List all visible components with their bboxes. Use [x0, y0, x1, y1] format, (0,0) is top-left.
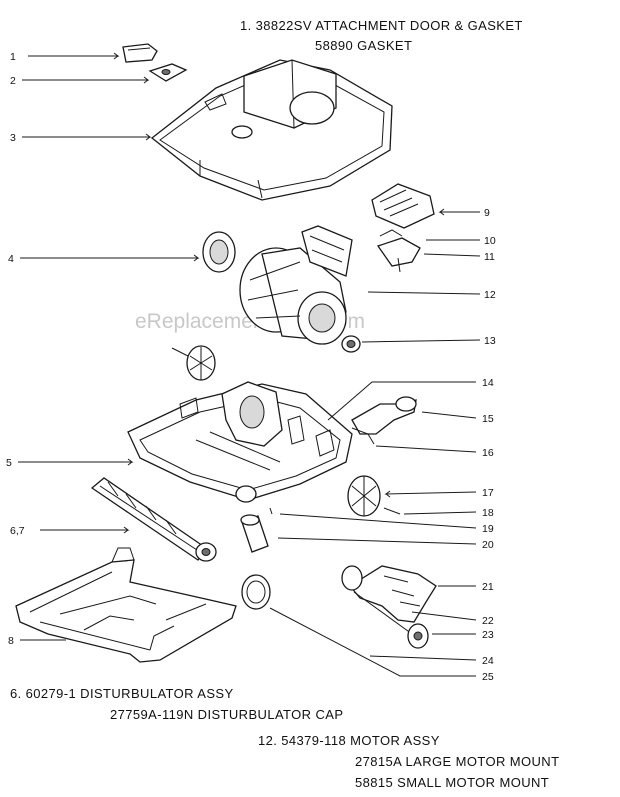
part-17-wheel [347, 475, 381, 517]
note-small-motor-mount: 58815 SMALL MOTOR MOUNT [355, 775, 550, 790]
callout-6-7: 6,7 [10, 525, 25, 537]
callout-12: 12 [484, 289, 496, 301]
part-20-cup [240, 514, 269, 553]
callout-18: 18 [482, 507, 494, 519]
part-3-hood [150, 59, 393, 201]
callout-10: 10 [484, 235, 496, 247]
part-15-pedal [351, 396, 417, 435]
callout-21: 21 [482, 581, 494, 593]
part-12-motor [239, 225, 353, 345]
callout-19: 19 [482, 523, 494, 535]
part-1-attachment-door [122, 43, 158, 63]
callout-2: 2 [10, 75, 16, 87]
callout-15: 15 [482, 413, 494, 425]
part-16-lever [351, 427, 375, 445]
note-motor-assy: 12. 54379-118 MOTOR ASSY [258, 733, 440, 748]
part-21-rear-axle-assembly [341, 565, 437, 623]
part-11-switch-bracket [376, 237, 421, 273]
callout-25: 25 [482, 671, 494, 683]
callout-22: 22 [482, 615, 494, 627]
part-2-gasket [148, 63, 188, 82]
part-9-switch-housing [371, 183, 435, 229]
callout-14: 14 [482, 377, 494, 389]
callout-24: 24 [482, 655, 494, 667]
part-18-axle [383, 507, 401, 515]
callout-11: 11 [484, 251, 495, 263]
part-10-switch-clip [379, 229, 403, 237]
note-attachment-door: 1. 38822SV ATTACHMENT DOOR & GASKET [240, 18, 523, 33]
part-8-bottom-plate [15, 547, 237, 663]
part-23-rear-wheel [407, 623, 429, 649]
leader-lines [18, 52, 481, 677]
note-disturbulator-assy: 6. 60279-1 DISTURBULATOR ASSY [10, 686, 234, 701]
part-25-belt [241, 574, 271, 610]
callout-13: 13 [484, 335, 496, 347]
part-4-ring [202, 231, 236, 273]
note-disturbulator-cap: 27759A-119N DISTURBULATOR CAP [110, 707, 344, 722]
part-13-small-mount [341, 335, 361, 353]
callout-20: 20 [482, 539, 494, 551]
note-large-motor-mount: 27815A LARGE MOTOR MOUNT [355, 754, 560, 769]
callout-17: 17 [482, 487, 494, 499]
part-6-7-brushroll [90, 477, 217, 562]
part-19-pin [269, 507, 273, 515]
callout-1: 1 [10, 51, 16, 63]
callout-5: 5 [6, 457, 12, 469]
callout-8: 8 [8, 635, 14, 647]
callout-16: 16 [482, 447, 494, 459]
callout-23: 23 [482, 629, 494, 641]
callout-9: 9 [484, 207, 490, 219]
note-gasket: 58890 GASKET [315, 38, 413, 53]
part-5-base [127, 381, 353, 503]
part-wheel-upper-left [171, 345, 216, 381]
callout-3: 3 [10, 132, 16, 144]
callout-4: 4 [8, 253, 14, 265]
part-22-axle [353, 591, 413, 635]
